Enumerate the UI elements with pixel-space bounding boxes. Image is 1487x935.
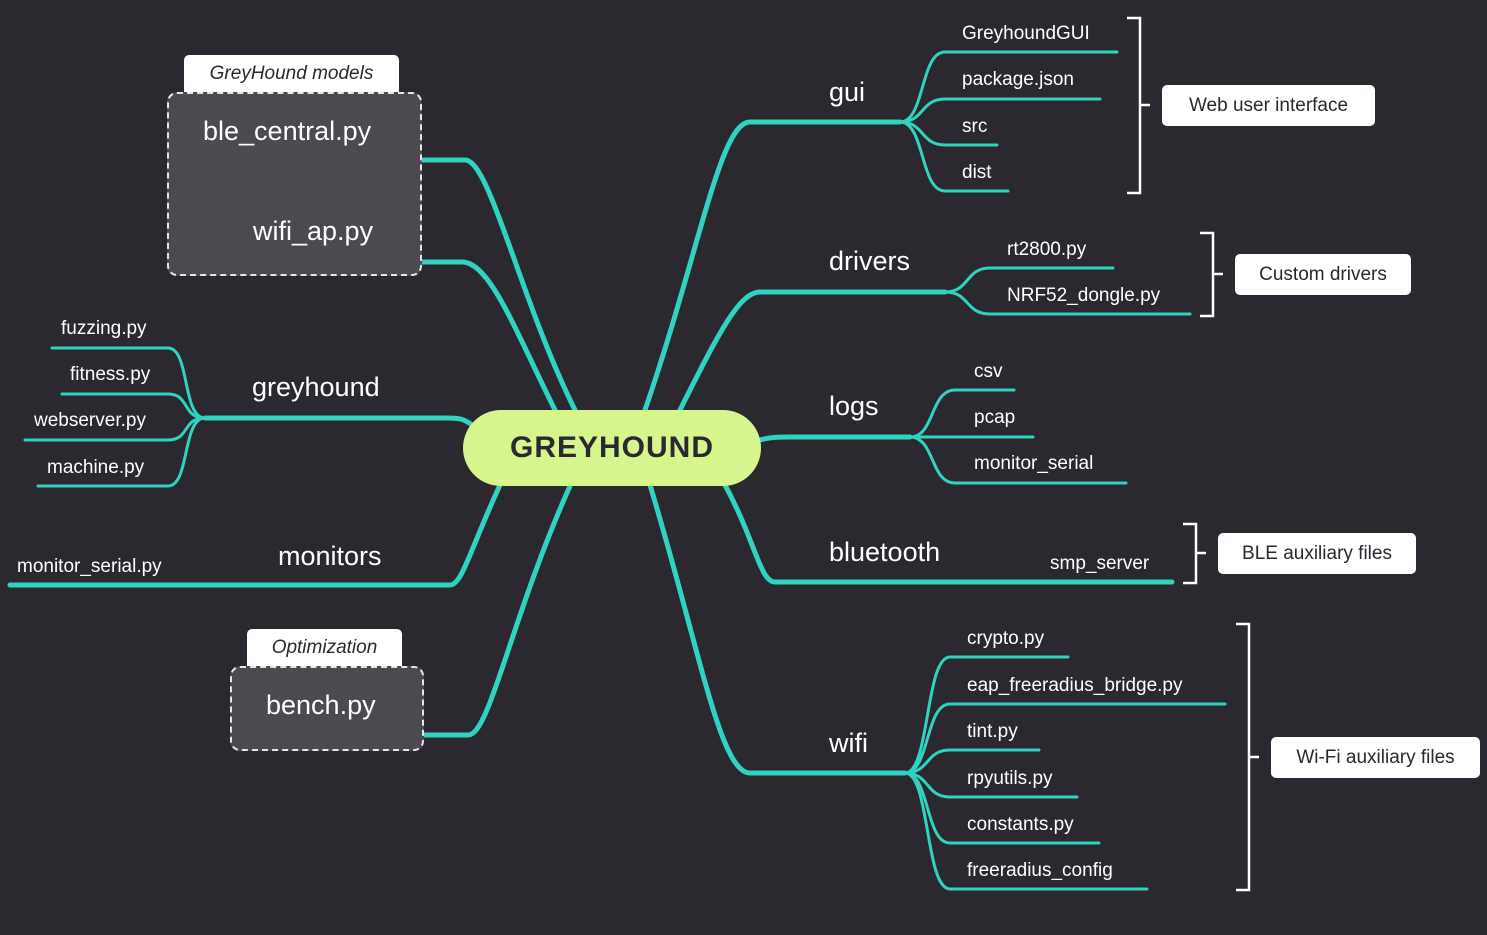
sub-wifi-3 — [903, 748, 1041, 775]
topic-wifi: wifi — [829, 728, 868, 758]
leaf-fitness: fitness.py — [70, 364, 151, 385]
branch-wifi — [647, 482, 908, 776]
sub-gui-2 — [898, 97, 1102, 124]
branch-bench — [240, 483, 573, 738]
leaf-tint: tint.py — [967, 721, 1018, 742]
sub-greyhound-1 — [50, 346, 207, 420]
branch-ble-central — [177, 157, 578, 413]
sub-wifi-6 — [903, 771, 1149, 891]
leaf-src: src — [962, 116, 988, 137]
topic-drivers: drivers — [829, 246, 911, 276]
sub-greyhound-4 — [36, 416, 207, 488]
leaf-constants: constants.py — [967, 814, 1074, 835]
leaf-fuzzing: fuzzing.py — [61, 318, 147, 339]
leaf-dist: dist — [962, 162, 992, 183]
sub-wifi-1 — [903, 655, 1070, 775]
leaf-csv: csv — [974, 361, 1003, 382]
branch-logs — [757, 434, 913, 443]
leaf-rpyutils: rpyutils.py — [967, 768, 1053, 789]
node-bench: bench.py — [266, 690, 376, 720]
sub-logs-1 — [908, 388, 1016, 439]
branch-drivers — [677, 289, 948, 413]
models-group-box — [167, 92, 422, 276]
node-wifi-ap: wifi_ap.py — [253, 216, 374, 246]
callout-custom-drivers: Custom drivers — [1235, 254, 1411, 295]
sub-drivers-1 — [943, 266, 1115, 294]
models-group-tag: GreyHound models — [184, 55, 399, 92]
sub-gui-4 — [898, 120, 1010, 193]
bracket-drivers — [1200, 231, 1223, 318]
center-node: GREYHOUND — [463, 410, 761, 486]
leaf-eap-freeradius-bridge: eap_freeradius_bridge.py — [967, 675, 1183, 696]
sub-gui-1 — [898, 50, 1119, 124]
branch-wifi-ap — [227, 259, 558, 413]
topic-logs: logs — [829, 391, 879, 421]
leaf-webserver: webserver.py — [34, 410, 146, 431]
leaf-crypto: crypto.py — [967, 628, 1045, 649]
sub-logs-3 — [908, 435, 1128, 485]
leaf-monitor-serial-py: monitor_serial.py — [17, 556, 162, 577]
leaf-machine: machine.py — [47, 457, 145, 478]
topic-monitors: monitors — [278, 541, 382, 571]
callout-web-ui: Web user interface — [1162, 85, 1375, 126]
optimization-group-tag: Optimization — [247, 629, 402, 666]
sub-wifi-2 — [903, 702, 1227, 775]
leaf-pcap: pcap — [974, 407, 1016, 428]
bracket-gui — [1127, 16, 1150, 195]
bracket-bluetooth — [1183, 522, 1206, 585]
optimization-group-box — [230, 666, 424, 751]
sub-drivers-2 — [943, 290, 1192, 316]
branch-gui — [642, 119, 903, 413]
callout-ble-aux: BLE auxiliary files — [1218, 533, 1416, 574]
leaf-nrf52-dongle: NRF52_dongle.py — [1007, 285, 1161, 306]
branch-monitors — [7, 482, 503, 588]
branch-greyhound — [202, 415, 481, 433]
sub-greyhound-2 — [60, 392, 207, 420]
topic-greyhound: greyhound — [252, 372, 380, 402]
leaf-smp-server: smp_server — [1050, 553, 1150, 574]
callout-wifi-aux: Wi-Fi auxiliary files — [1271, 737, 1480, 778]
leaf-monitor-serial: monitor_serial — [974, 453, 1094, 474]
branch-bluetooth — [722, 482, 1175, 585]
leaf-rt2800: rt2800.py — [1007, 239, 1087, 260]
leaf-freeradius-config: freeradius_config — [967, 860, 1113, 881]
topic-gui: gui — [829, 77, 866, 107]
bracket-wifi — [1236, 622, 1259, 892]
leaf-greyhoundgui: GreyhoundGUI — [962, 23, 1090, 44]
node-ble-central: ble_central.py — [203, 116, 372, 146]
topic-bluetooth: bluetooth — [829, 537, 941, 567]
leaf-package-json: package.json — [962, 69, 1074, 90]
